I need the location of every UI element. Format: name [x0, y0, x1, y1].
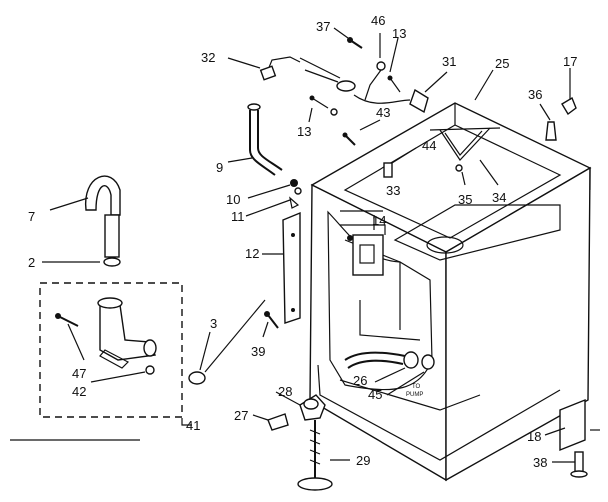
label-28: 28 — [278, 384, 292, 399]
label-39: 39 — [251, 344, 265, 359]
label-34: 34 — [492, 190, 506, 205]
top-parts — [259, 37, 429, 178]
label-38: 38 — [533, 455, 547, 470]
leader-lines — [10, 27, 600, 463]
label-14: 14 — [372, 213, 386, 228]
valve-group-box — [39, 282, 183, 418]
label-18: 18 — [527, 429, 541, 444]
hose-clamp-3 — [188, 299, 266, 385]
label-45: 45 — [368, 387, 382, 402]
suspension-bracket — [429, 127, 501, 172]
label-13a: 13 — [392, 26, 406, 41]
label-25: 25 — [495, 56, 509, 71]
pump-note-line2: PUMP — [406, 392, 423, 398]
label-2: 2 — [28, 255, 35, 270]
bracket-12 — [282, 211, 301, 324]
bracket-27-28 — [267, 394, 326, 431]
label-36: 36 — [528, 87, 542, 102]
label-17: 17 — [563, 54, 577, 69]
label-37: 37 — [316, 19, 330, 34]
label-43: 43 — [376, 105, 390, 120]
label-3: 3 — [210, 316, 217, 331]
label-31: 31 — [442, 54, 456, 69]
callout-labels: 37 46 13 32 31 25 17 36 13 43 9 44 7 10 … — [28, 13, 577, 470]
label-42: 42 — [72, 384, 86, 399]
label-44: 44 — [422, 138, 436, 153]
label-41: 41 — [186, 418, 200, 433]
label-32: 32 — [201, 50, 215, 65]
screw-39 — [264, 311, 279, 329]
label-47: 47 — [72, 366, 86, 381]
top-right-parts — [545, 96, 577, 141]
label-46: 46 — [371, 13, 385, 28]
rear-panel-18 — [559, 398, 586, 452]
cabinet — [309, 102, 592, 482]
label-11: 11 — [231, 209, 245, 224]
drain-tube-26 — [344, 351, 435, 370]
foot-38 — [570, 451, 588, 478]
tub-assembly — [340, 224, 386, 276]
label-27: 27 — [234, 408, 248, 423]
parts-10-11 — [289, 179, 302, 209]
label-26: 26 — [353, 373, 367, 388]
leveling-leg-29 — [297, 420, 333, 491]
pump-note-line1: TO — [412, 384, 421, 390]
label-12: 12 — [245, 246, 259, 261]
label-35: 35 — [458, 192, 472, 207]
label-10: 10 — [226, 192, 240, 207]
label-7: 7 — [28, 209, 35, 224]
drain-hose — [85, 175, 121, 267]
label-33: 33 — [386, 183, 400, 198]
fill-tube-9 — [247, 103, 283, 176]
label-9: 9 — [216, 160, 223, 175]
label-13b: 13 — [297, 124, 311, 139]
label-29: 29 — [356, 453, 370, 468]
